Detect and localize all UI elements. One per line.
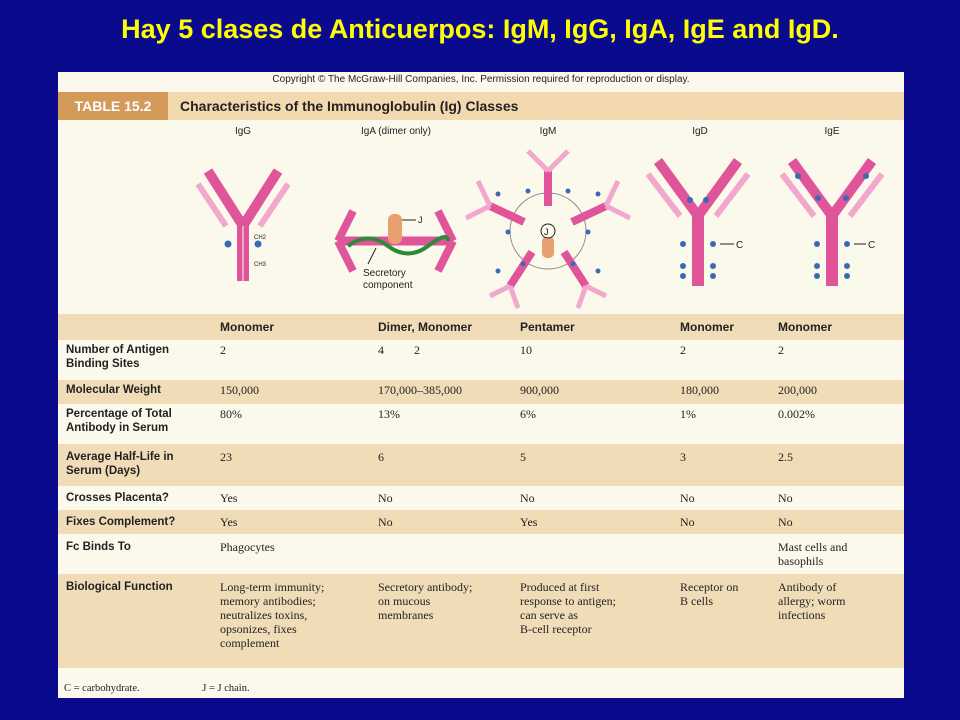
table-tag: TABLE 15.2 <box>58 92 168 120</box>
table-cell: 80% <box>220 407 242 421</box>
table-cell: Receptor on B cells <box>680 580 739 608</box>
table-cell: 200,000 <box>778 383 817 397</box>
table-cell: Mast cells and basophils <box>778 540 848 568</box>
secretory-label: Secretory <box>363 268 406 279</box>
iga-dimer-icon: J Secretory component <box>334 209 457 291</box>
table-footnote: C = carbohydrate. J = J chain. <box>64 683 310 694</box>
igm-label: IgM <box>539 126 557 137</box>
row-label: Number of Antigen Binding Sites <box>66 344 170 370</box>
table-row: Fixes Complement? Yes No Yes No No <box>58 510 904 534</box>
table-row: Fc Binds To Phagocytes Mast cells and ba… <box>58 534 904 574</box>
structure-iga: Dimer, Monomer <box>378 320 473 334</box>
row-label: Percentage of Total Antibody in Serum <box>66 408 172 434</box>
table-row: Percentage of Total Antibody in Serum 80… <box>58 404 904 444</box>
antibody-structures-svg: CH2 CH3 J Secretory component <box>195 149 885 309</box>
structure-igd: Monomer <box>680 320 734 334</box>
igd-monomer-icon: C <box>645 158 751 286</box>
copyright-notice: Copyright © The McGraw-Hill Companies, I… <box>272 74 690 85</box>
table-cell: No <box>778 515 793 529</box>
table-row: Biological Function Long-term immunity; … <box>58 574 904 668</box>
ige-carb-label: C <box>868 240 875 251</box>
table-cell: 180,000 <box>680 383 719 397</box>
table-cell: Yes <box>520 515 538 529</box>
table-cell: 3 <box>680 450 686 464</box>
ige-monomer-icon: C <box>779 158 885 286</box>
table-row: Average Half-Life in Serum (Days) 23 6 5… <box>58 444 904 486</box>
structure-igm: Pentamer <box>520 320 575 334</box>
ige-label: IgE <box>824 126 840 137</box>
table-cell: No <box>378 491 393 505</box>
table-row: Crosses Placenta? Yes No No No No <box>58 486 904 510</box>
table-cell: Phagocytes <box>220 540 275 554</box>
table-header: TABLE 15.2 Characteristics of the Immuno… <box>58 92 904 120</box>
table-row: Number of Antigen Binding Sites 2 4 2 10… <box>58 340 904 380</box>
table-cell: 23 <box>220 450 232 464</box>
igg-monomer-icon: CH2 CH3 <box>195 168 291 281</box>
row-label: Biological Function <box>66 581 173 593</box>
table-cell: Secretory antibody; on mucous membranes <box>378 580 473 622</box>
structure-igg: Monomer <box>220 320 274 334</box>
table-cell: No <box>778 491 793 505</box>
row-label: Fc Binds To <box>66 541 131 553</box>
j-chain-label: J <box>418 215 423 225</box>
table-cell: 0.002% <box>778 407 815 421</box>
row-label: Crosses Placenta? <box>66 492 169 504</box>
igm-j-chain-label: J <box>544 227 549 237</box>
table-cell: 150,000 <box>220 383 259 397</box>
table-cell: No <box>520 491 535 505</box>
table-cell: 6 <box>378 450 384 464</box>
table-cell: Yes <box>220 515 238 529</box>
table-cell: No <box>680 515 695 529</box>
table-cell: 10 <box>520 343 532 357</box>
component-label: component <box>363 280 413 291</box>
table-cell: No <box>680 491 695 505</box>
ch3-label: CH3 <box>254 262 267 268</box>
table-row-structure: Monomer Dimer, Monomer Pentamer Monomer … <box>58 314 904 340</box>
igd-carb-label: C <box>736 240 743 251</box>
table-cell: 5 <box>520 450 526 464</box>
table-cell: No <box>378 515 393 529</box>
table-cell: Yes <box>220 491 238 505</box>
table-cell: 6% <box>520 407 536 421</box>
slide-title: Hay 5 clases de Anticuerpos: IgM, IgG, I… <box>121 14 839 44</box>
table-cell: Produced at first response to antigen; c… <box>520 580 616 636</box>
footnote-j-chain: J = J chain. <box>202 683 250 694</box>
row-label: Fixes Complement? <box>66 516 176 528</box>
table-cell: 4 2 <box>378 343 420 357</box>
table-cell: 900,000 <box>520 383 559 397</box>
table-cell: 2 <box>680 343 686 357</box>
table-cell: 1% <box>680 407 696 421</box>
table-cell: Antibody of allergy; worm infections <box>778 580 846 622</box>
table-caption: Characteristics of the Immunoglobulin (I… <box>180 98 519 114</box>
table-cell: 2 <box>778 343 784 357</box>
antibody-diagrams: IgG IgA (dimer only) IgM IgD IgE CH2 CH3 <box>58 122 904 312</box>
iga-label: IgA (dimer only) <box>360 126 432 137</box>
table-cell: 13% <box>378 407 400 421</box>
footnote-carbohydrate: C = carbohydrate. <box>64 683 140 694</box>
table-panel: Copyright © The McGraw-Hill Companies, I… <box>58 72 904 698</box>
row-label: Average Half-Life in Serum (Days) <box>66 451 174 477</box>
table-cell: 2 <box>220 343 226 357</box>
igd-label: IgD <box>692 126 708 137</box>
structure-ige: Monomer <box>778 320 832 334</box>
igm-pentamer-icon: J <box>464 149 632 309</box>
ch2-label: CH2 <box>254 235 267 241</box>
igg-label: IgG <box>234 126 252 137</box>
table-row: Molecular Weight 150,000 170,000–385,000… <box>58 380 904 404</box>
row-label: Molecular Weight <box>66 384 161 396</box>
table-cell: Long-term immunity; memory antibodies; n… <box>220 580 325 650</box>
table-cell: 170,000–385,000 <box>378 383 462 397</box>
table-cell: 2.5 <box>778 450 793 464</box>
